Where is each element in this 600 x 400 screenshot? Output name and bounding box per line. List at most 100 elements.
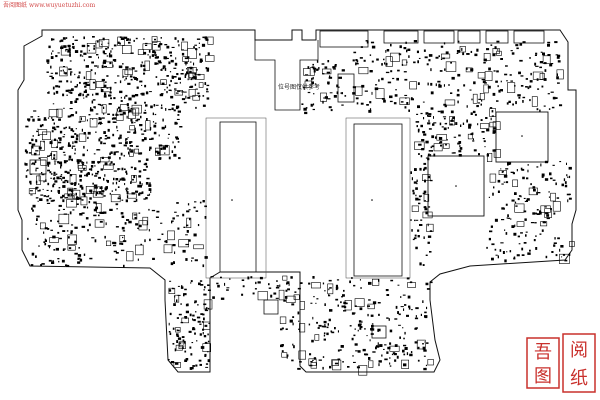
smd-component <box>336 279 340 281</box>
smd-component <box>57 220 59 223</box>
smd-component <box>180 303 182 305</box>
smd-component <box>195 210 199 212</box>
smd-component <box>327 283 334 295</box>
smd-component <box>128 97 132 101</box>
smd-component <box>103 95 107 98</box>
smd-component <box>119 134 122 137</box>
smd-component <box>35 139 38 143</box>
smd-component <box>51 52 53 55</box>
smd-component <box>507 82 516 93</box>
smd-component <box>32 135 34 137</box>
smd-component <box>98 138 101 142</box>
smd-component <box>440 45 444 48</box>
smd-component <box>368 109 372 113</box>
smd-component <box>143 68 146 72</box>
smd-component <box>410 351 413 354</box>
smd-component <box>459 46 466 53</box>
smd-component <box>547 54 551 56</box>
smd-component <box>74 148 76 151</box>
smd-component <box>527 169 529 173</box>
smd-component <box>375 88 385 99</box>
smd-component <box>121 167 124 171</box>
smd-component <box>561 183 564 187</box>
smd-component <box>80 170 83 173</box>
smd-component <box>313 357 317 360</box>
smd-component <box>182 213 185 217</box>
smd-component <box>24 162 26 166</box>
smd-component <box>412 238 415 241</box>
smd-component <box>99 104 104 106</box>
smd-component <box>40 264 42 266</box>
smd-component <box>492 92 496 96</box>
smd-component <box>349 325 352 327</box>
smd-component <box>163 244 173 254</box>
smd-component <box>189 217 191 221</box>
smd-component <box>521 168 525 171</box>
smd-component <box>542 221 546 224</box>
smd-component <box>401 359 409 369</box>
smd-component <box>169 332 172 335</box>
smd-component <box>423 190 427 194</box>
smd-component <box>202 264 205 268</box>
smd-component <box>206 88 209 91</box>
smd-component <box>71 224 74 226</box>
smd-component <box>328 288 330 291</box>
smd-component <box>104 174 106 177</box>
smd-component <box>139 192 143 195</box>
smd-component <box>257 281 261 284</box>
smd-component <box>339 349 342 351</box>
smd-component <box>421 139 425 142</box>
smd-component <box>368 360 374 368</box>
smd-component <box>552 179 556 181</box>
smd-component <box>144 239 146 243</box>
smd-component <box>184 359 188 362</box>
smd-component <box>43 117 47 120</box>
smd-component <box>510 50 513 52</box>
smd-component <box>126 172 128 175</box>
smd-component <box>247 276 250 280</box>
smd-component <box>102 50 105 54</box>
smd-component <box>89 257 93 260</box>
smd-component <box>39 198 43 201</box>
smd-component <box>67 115 70 118</box>
smd-component <box>424 179 426 183</box>
smd-component <box>46 71 49 73</box>
smd-component <box>197 320 201 323</box>
smd-component <box>457 40 460 43</box>
smd-component <box>88 201 91 204</box>
smd-component <box>505 232 508 235</box>
smd-component <box>438 136 441 140</box>
smd-component <box>72 43 74 45</box>
smd-component <box>76 84 78 87</box>
smd-component <box>168 84 171 87</box>
smd-component <box>216 282 219 285</box>
smd-component <box>330 330 333 333</box>
smd-component <box>484 146 486 148</box>
smd-component <box>290 276 293 279</box>
smd-component <box>163 66 166 68</box>
smd-component <box>349 280 351 284</box>
smd-component <box>71 145 76 147</box>
smd-component <box>542 55 551 64</box>
smd-component <box>74 50 79 53</box>
smd-component <box>548 196 550 198</box>
smd-component <box>76 203 79 205</box>
smd-component <box>119 178 122 181</box>
smd-component <box>113 151 117 153</box>
smd-component <box>334 64 337 68</box>
smd-component <box>63 107 65 109</box>
smd-component <box>486 153 493 163</box>
smd-component <box>58 187 61 189</box>
smd-component <box>425 367 427 369</box>
smd-component <box>183 226 186 228</box>
smd-component <box>494 248 497 251</box>
smd-component <box>404 106 407 109</box>
smd-component <box>94 186 98 189</box>
smd-component <box>288 283 290 286</box>
smd-component <box>57 189 60 193</box>
smd-component <box>93 45 95 47</box>
smd-component <box>452 116 455 120</box>
left-slot-cutout <box>219 121 257 273</box>
smd-component <box>124 79 126 81</box>
smd-component <box>465 67 473 73</box>
